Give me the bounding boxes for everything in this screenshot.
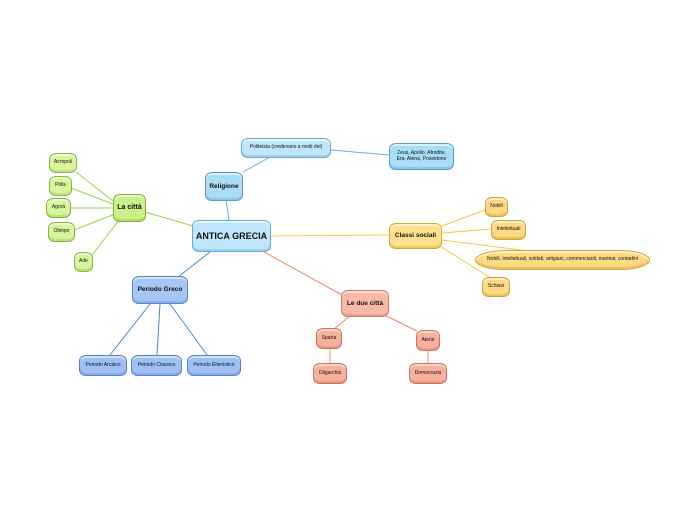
node-elenco-classi[interactable]: Nobili, intellettuali, soldati, artigian… [475, 250, 650, 270]
node-classi-sociali[interactable]: Classi sociali [389, 223, 442, 249]
node-label: Religione [209, 182, 239, 190]
node-label: Nobili [490, 203, 503, 210]
node-label: Acropoli [53, 159, 73, 166]
edge-central-classi [269, 234, 390, 237]
node-label: Intellettuali [496, 226, 521, 233]
node-periodo-greco[interactable]: Periodo Greco [132, 276, 188, 304]
node-label: Schiavi [487, 283, 505, 290]
node-nobili[interactable]: Nobili [485, 197, 508, 217]
node-label: Pólis [55, 182, 66, 189]
node-label: Periodo Classico [137, 361, 176, 368]
edge-central-due-citta [263, 251, 343, 296]
edge-citta-olimpo [73, 213, 116, 231]
edge-religione-politeista [242, 156, 271, 173]
edge-periodo-arcaico [109, 303, 151, 356]
node-label: Olimpo [53, 228, 70, 235]
node-label: Periodo Ellenistico [193, 361, 235, 368]
node-politeista[interactable]: Politeista (credevano a molti dei) [241, 138, 331, 158]
node-label: Sparta [321, 334, 337, 341]
node-antica-grecia[interactable]: ANTICA GRECIA [192, 220, 271, 252]
edge-classi-nobili [441, 209, 486, 227]
edge-periodo-classico [156, 303, 161, 356]
node-label: La città [117, 203, 142, 211]
edge-due-citta-sparta [333, 315, 351, 330]
node-periodo-arcaico[interactable]: Periodo Arcaico [79, 355, 127, 376]
edge-central-citta [144, 211, 194, 227]
edge-citta-polis [70, 187, 114, 205]
edge-central-religione [225, 199, 230, 221]
edge-classi-intellettuali [441, 228, 492, 234]
node-polis[interactable]: Pólis [49, 176, 72, 196]
node-le-due-citta[interactable]: Le due città [341, 290, 389, 317]
node-label: Democrazia [414, 369, 442, 376]
node-periodo-ellenistico[interactable]: Periodo Ellenistico [187, 355, 241, 376]
node-label: Periodo Arcaico [85, 361, 121, 368]
node-atene[interactable]: Atene [416, 330, 440, 351]
node-label: Ade [79, 258, 88, 265]
node-olimpo[interactable]: Olimpo [48, 222, 75, 242]
node-religione[interactable]: Religione [205, 172, 243, 201]
node-ade[interactable]: Ade [74, 252, 93, 272]
node-periodo-classico[interactable]: Periodo Classico [131, 355, 182, 376]
node-label: Atene [421, 336, 435, 343]
node-label: Agorà [51, 204, 66, 211]
edge-politeista-dei [330, 149, 391, 156]
node-label: Periodo Greco [137, 286, 183, 294]
node-oligarchia[interactable]: Oligarchia [313, 363, 347, 384]
edge-central-periodo [177, 251, 211, 278]
edge-periodo-ellenistico [169, 303, 208, 356]
node-democrazia[interactable]: Democrazia [409, 363, 447, 384]
node-label: Classi sociali [394, 232, 437, 240]
node-sparta[interactable]: Sparta [316, 328, 342, 349]
node-label: Politeista (credevano a molti dei) [249, 144, 323, 151]
edge-citta-acropoli [75, 171, 114, 202]
node-label: Zeus, Apollo, Afrodite, Era, Atena, Pose… [396, 149, 447, 162]
node-agora[interactable]: Agorà [46, 198, 71, 218]
node-label: Le due città [346, 299, 384, 307]
edge-due-citta-atene [385, 315, 418, 332]
node-label: ANTICA GRECIA [195, 230, 268, 241]
node-acropoli[interactable]: Acropoli [49, 153, 77, 173]
edge-citta-ade [91, 219, 120, 256]
node-label: Nobili, intellettuali, soldati, artigian… [487, 256, 638, 263]
edge-classi-schiavi [437, 244, 492, 279]
node-label: Oligarchia [318, 369, 342, 376]
node-intellettuali[interactable]: Intellettuali [491, 220, 526, 240]
node-dei[interactable]: Zeus, Apollo, Afrodite, Era, Atena, Pose… [389, 143, 454, 170]
node-la-citta[interactable]: La città [113, 194, 146, 222]
node-schiavi[interactable]: Schiavi [482, 277, 510, 297]
